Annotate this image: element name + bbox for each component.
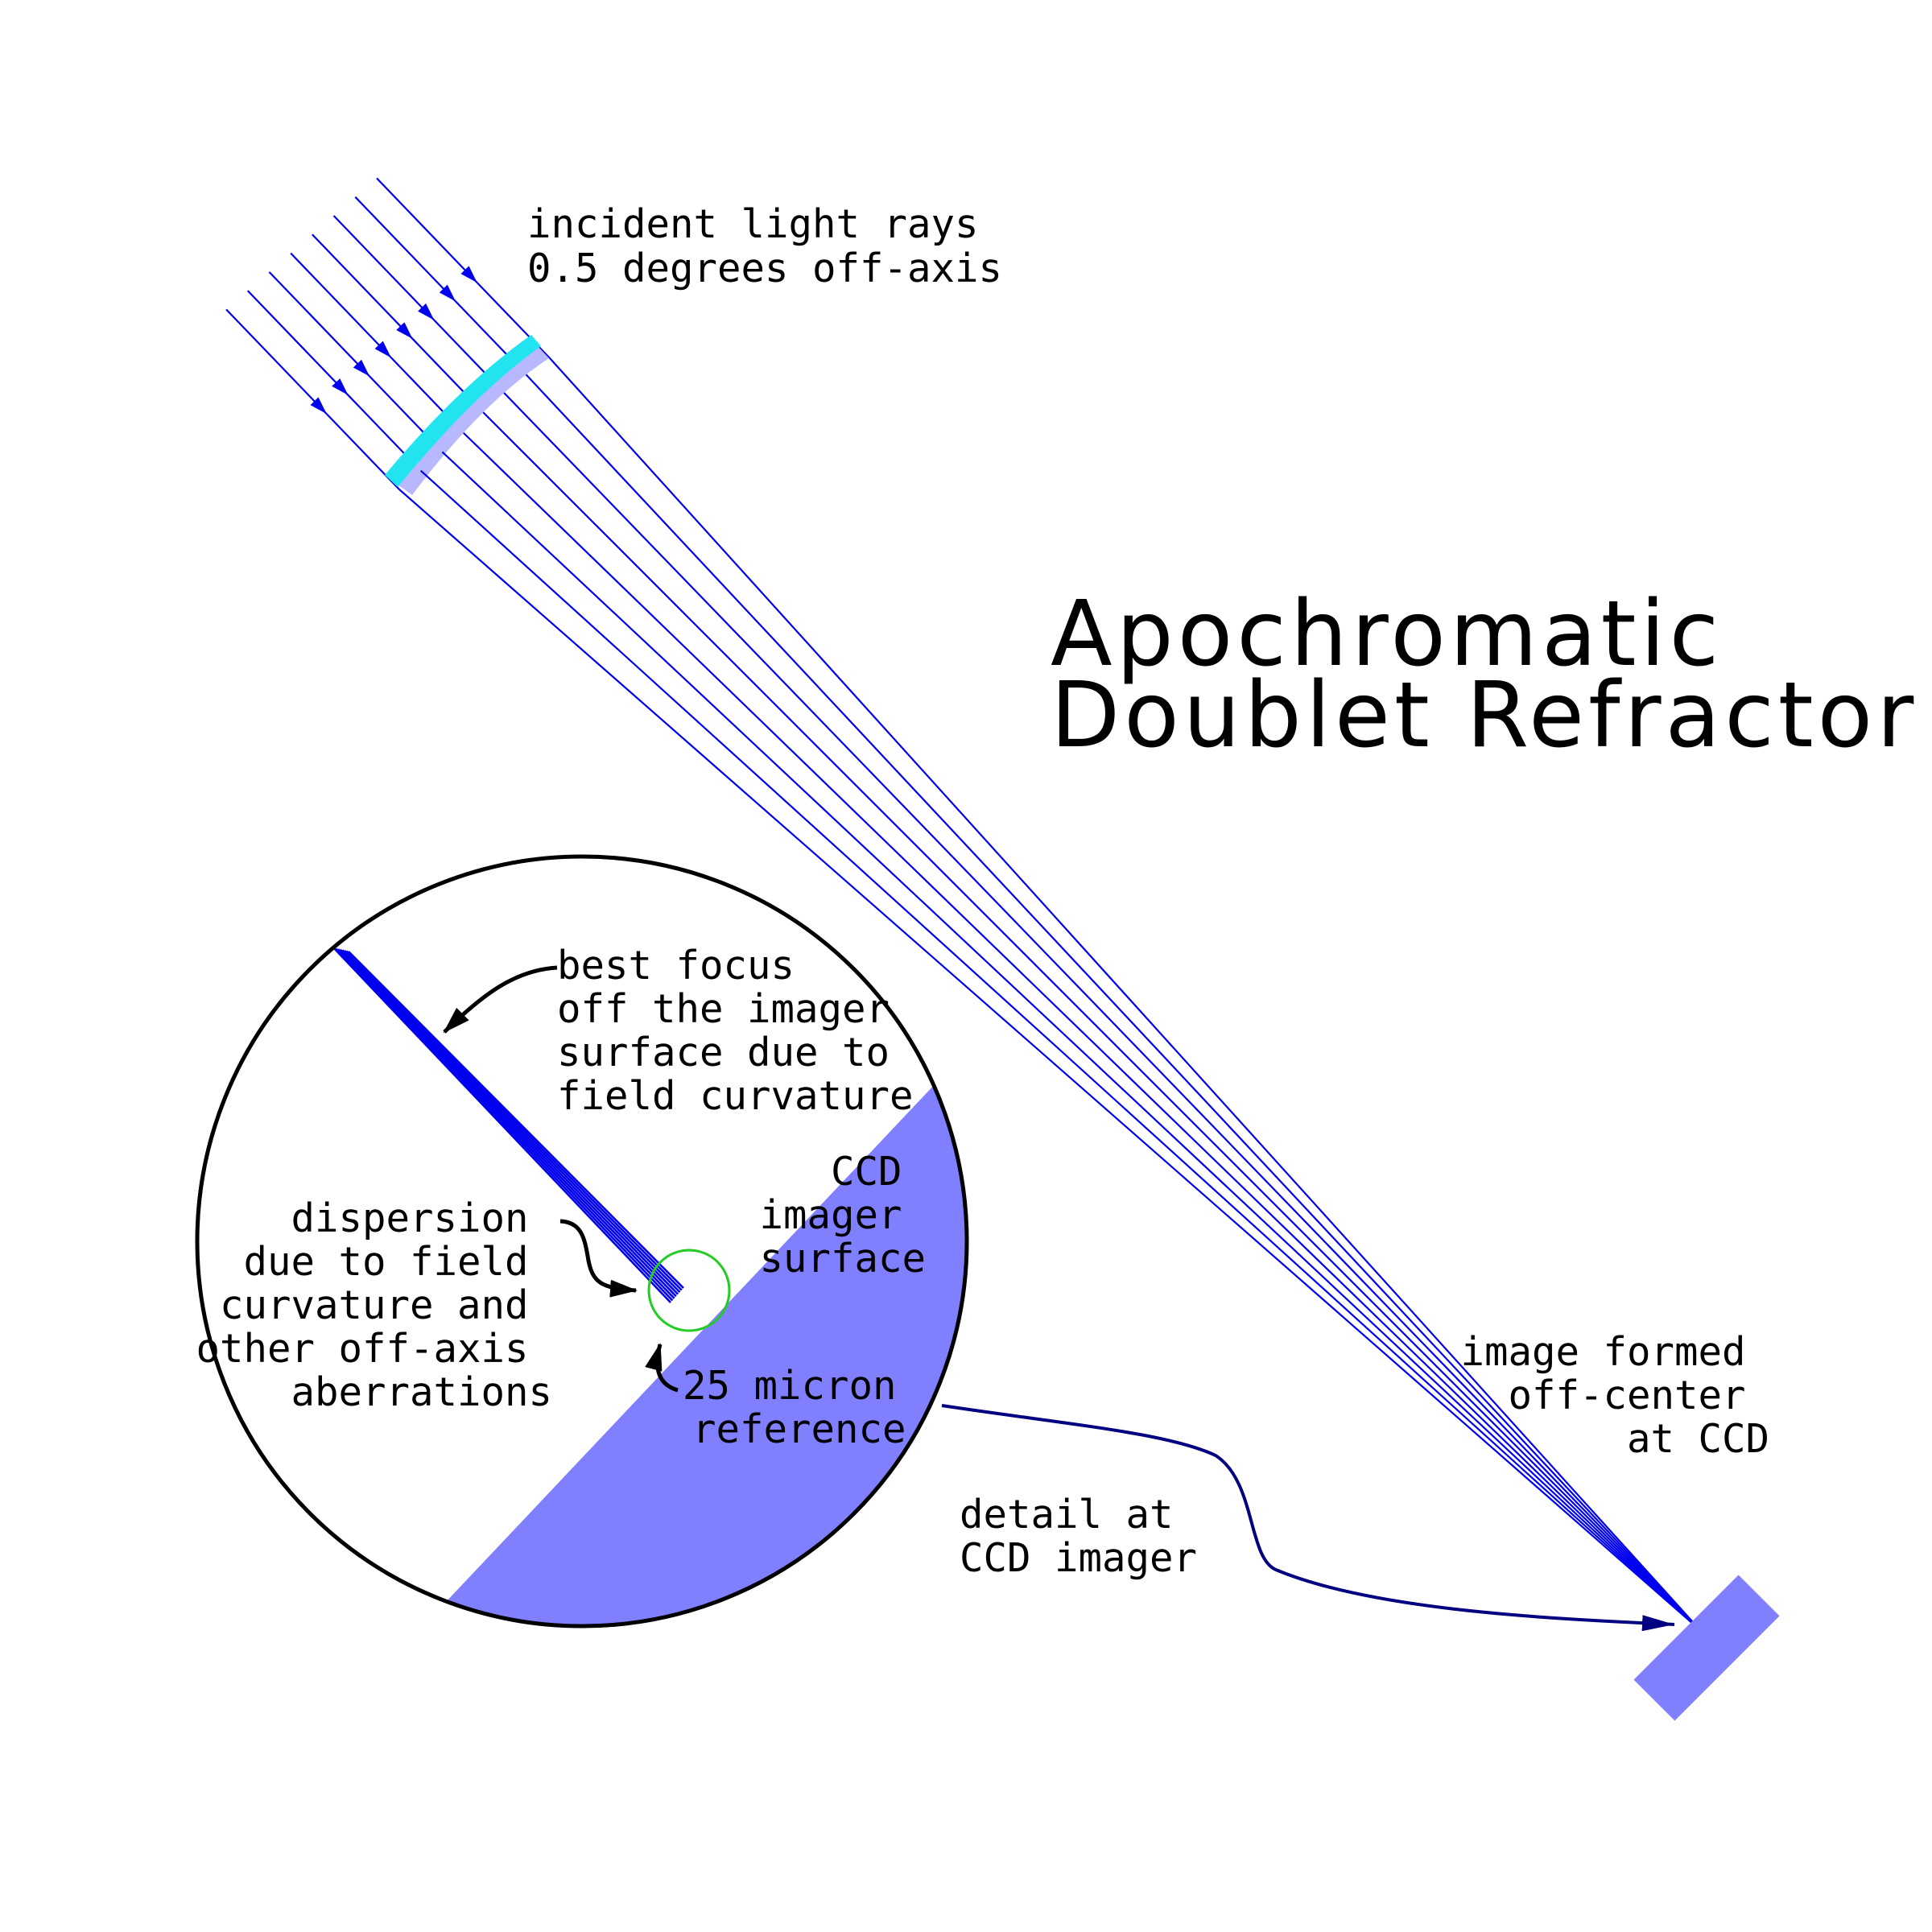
incident-ray [312,233,414,340]
crown-lens-element [385,335,541,487]
incident-ray [290,252,392,358]
detail-ray [348,951,684,1289]
detail-ray [345,950,683,1291]
converging-ray [549,357,1701,1631]
flint-lens-element [386,346,549,495]
detail-ray [341,949,679,1295]
detail-ray [337,948,675,1299]
incident-ray [354,196,456,303]
incident-ray [332,215,436,321]
converging-ray [419,469,1701,1631]
detail-ray [339,948,677,1298]
incident-ray [376,177,478,283]
dispersion-arrow [559,1219,638,1298]
converging-light-rays [398,357,1701,1631]
converging-ray [527,376,1701,1631]
converging-ray [463,432,1701,1631]
incident-ray [268,271,370,378]
reference-arrow [645,1343,679,1393]
incident-ray [246,290,349,396]
diagram-title: Apochromatic Doublet Refractor [1051,582,1918,768]
detail-ray [333,947,671,1303]
dispersion-label: dispersion due to field curvature and ot… [196,1195,552,1415]
detail-leader-arrow [941,1404,1675,1632]
converging-ray [485,414,1701,1631]
detail-label: detail at CCD imager [960,1492,1197,1581]
detail-circle-outline [195,854,969,1629]
reference-label: 25 micron reference [683,1363,920,1452]
reference-circle-25-micron [647,1249,731,1332]
best-focus-label: best focus off the imager surface due to… [557,943,914,1119]
converging-ray [506,394,1701,1631]
best-focus-arrow [443,965,558,1034]
ccd-detector [1633,1575,1780,1721]
detail-ray [343,949,681,1294]
incident-label: incident light rays 0.5 degrees off-axis [527,201,1002,291]
incident-light-rays [225,177,551,490]
converging-ray [398,489,1701,1631]
ccd-surface-label: CCD imager surface [759,1149,926,1282]
image-formed-label: image formed off-center at CCD [1460,1329,1769,1462]
incident-ray [225,308,328,415]
title-line-1: Apochromatic [1051,582,1723,687]
title-line-2: Doublet Refractor [1051,663,1918,768]
detail-rays [333,947,684,1303]
detail-ray [335,947,674,1302]
converging-ray [441,451,1701,1631]
